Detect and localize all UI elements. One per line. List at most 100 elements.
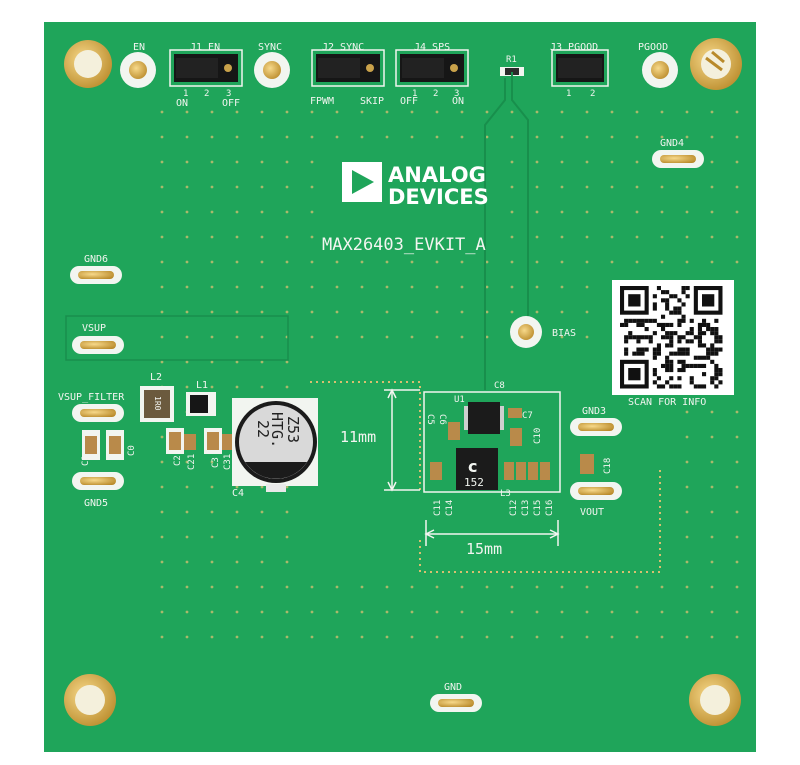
cap-marking-bot: Z53 — [284, 416, 302, 443]
label-c8: C8 — [494, 381, 505, 391]
label-l2-marking: 1R0 — [153, 396, 162, 411]
label-c5: C5 — [425, 414, 435, 425]
label-en: EN — [133, 42, 145, 53]
j2-skip-label: SKIP — [360, 96, 384, 107]
mounting-hole-top-left — [64, 40, 112, 88]
vsup-region-outline — [65, 315, 289, 361]
testpoint-vsup-filter: VSUP_FILTER — [58, 392, 125, 422]
label-u1: U1 — [454, 395, 465, 405]
cap-marking-top: 22 — [254, 420, 272, 438]
dimension-11mm: 11mm — [340, 388, 420, 492]
label-vout: VOUT — [580, 507, 604, 518]
label-vsup: VSUP — [82, 323, 106, 334]
testpoint-pgood: PGOOD — [638, 42, 678, 88]
capacitor-c31: C31 — [222, 434, 234, 470]
j3-pin1: 1 — [566, 89, 571, 99]
j3-title: J3 PGOOD — [550, 42, 598, 53]
mounting-hole-bottom-right — [689, 674, 741, 726]
j4-pin1: 1 — [412, 89, 417, 99]
capacitor-c0: C0 — [106, 430, 137, 460]
label-c16: C16 — [545, 500, 555, 516]
label-c31: C31 — [223, 454, 233, 470]
label-c2: C2 — [173, 455, 183, 466]
testpoint-gnd4: GND4 — [652, 138, 704, 168]
testpoint-vout: VOUT — [570, 482, 622, 518]
label-gnd3: GND3 — [582, 406, 606, 417]
testpoint-sync: SYNC — [254, 42, 290, 88]
label-c1: C1 — [81, 455, 91, 466]
logo-line1: ANALOG — [388, 163, 486, 187]
j1-off-label: OFF — [222, 98, 240, 109]
label-gnd5: GND5 — [84, 498, 108, 509]
label-c21: C21 — [187, 454, 197, 470]
testpoint-bias: BIAS — [510, 316, 576, 348]
label-vsup-filter: VSUP_FILTER — [58, 392, 125, 403]
j4-pin3: 3 — [454, 89, 459, 99]
testpoint-gnd3: GND3 — [570, 406, 622, 436]
ic-u1: U1 — [454, 395, 504, 434]
jumper-j1: J1 EN 1 2 3 ON OFF — [169, 42, 243, 109]
j2-fpwm-label: FPWM — [310, 96, 334, 107]
j3-pin2: 2 — [590, 89, 595, 99]
label-c13: C13 — [521, 500, 531, 516]
trace-bias — [511, 72, 529, 330]
inductor-marking: 152 — [464, 476, 484, 489]
capacitor-c1: C1 — [81, 430, 100, 466]
capacitor-c3: C3 — [204, 428, 222, 468]
j1-title: J1 EN — [190, 42, 220, 53]
label-c14: C14 — [445, 500, 455, 516]
label-bias: BIAS — [552, 328, 576, 339]
j1-pin3: 3 — [226, 89, 231, 99]
label-l2: L2 — [150, 372, 162, 383]
inductor-l3: c 152 L3 — [456, 448, 511, 499]
label-11mm: 11mm — [340, 428, 376, 446]
capacitor-c18: C18 — [580, 454, 613, 474]
j4-title: J4 SPS — [414, 42, 450, 53]
label-15mm: 15mm — [466, 540, 502, 558]
label-r1: R1 — [506, 55, 517, 65]
j1-pin2: 2 — [204, 89, 209, 99]
keepout-outline — [310, 381, 661, 573]
label-gnd: GND — [444, 682, 462, 693]
j2-title: J2 SYNC — [322, 42, 364, 53]
qr-code: SCAN FOR INFO — [612, 280, 734, 408]
label-c0: C0 — [127, 445, 137, 456]
label-sync: SYNC — [258, 42, 282, 53]
board-model-label: MAX26403_EVKIT_A — [322, 235, 486, 255]
label-gnd4: GND4 — [660, 138, 684, 149]
logo-line2: DEVICES — [388, 185, 489, 209]
testpoint-gnd: GND — [430, 682, 482, 712]
trace-to-u1 — [484, 78, 506, 390]
label-gnd6: GND6 — [84, 254, 108, 265]
mounting-hole-top-right — [690, 38, 742, 90]
capacitor-c5: C5 C6 — [425, 414, 460, 440]
testpoint-gnd5: GND5 — [72, 472, 124, 509]
j1-pin1: 1 — [183, 89, 188, 99]
label-c3: C3 — [211, 457, 221, 468]
inductor-l2: 1R0 L2 — [140, 372, 174, 422]
j1-on-label: ON — [176, 98, 188, 109]
dimension-15mm: 15mm — [424, 520, 560, 558]
label-c6: C6 — [437, 414, 447, 425]
jumper-j4: J4 SPS 1 2 3 OFF ON — [395, 42, 469, 107]
label-c4: C4 — [232, 488, 244, 499]
label-l1: L1 — [196, 380, 208, 391]
converter-outline — [423, 391, 561, 493]
testpoint-vsup: VSUP — [72, 323, 124, 354]
j4-on-label: ON — [452, 96, 464, 107]
qr-caption: SCAN FOR INFO — [628, 397, 706, 408]
label-l3: L3 — [500, 489, 511, 499]
label-c12: C12 — [509, 500, 519, 516]
svg-text:c: c — [468, 457, 477, 476]
label-c10: C10 — [533, 428, 543, 444]
mounting-hole-bottom-left — [64, 674, 116, 726]
j4-off-label: OFF — [400, 96, 418, 107]
label-pgood: PGOOD — [638, 42, 668, 53]
capacitor-c10: C10 — [510, 428, 543, 446]
resistor-r1: R1 — [500, 55, 524, 76]
label-c18: C18 — [603, 458, 613, 474]
testpoint-en: EN — [120, 42, 156, 88]
analog-devices-logo: ANALOG DEVICES — [342, 162, 489, 209]
jumper-j2: J2 SYNC FPWM SKIP — [310, 42, 385, 107]
